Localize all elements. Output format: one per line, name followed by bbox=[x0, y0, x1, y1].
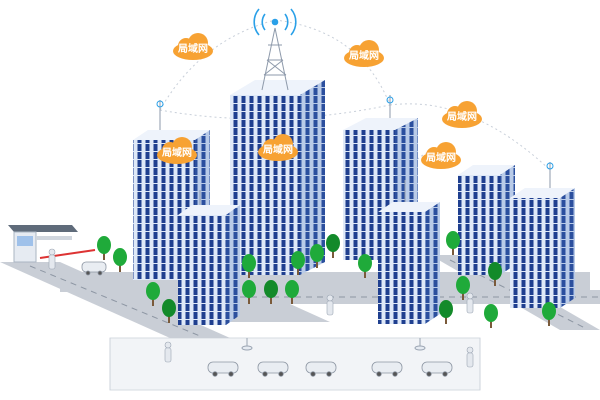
building-center-tower bbox=[230, 80, 325, 275]
trees bbox=[97, 231, 556, 328]
cloud-icon bbox=[421, 142, 461, 169]
lan-cloud-6: 局域网 bbox=[421, 142, 461, 169]
worker-icon bbox=[466, 346, 474, 368]
underground-lamps bbox=[241, 338, 426, 351]
workers bbox=[48, 248, 474, 368]
lan-cloud-5: 局域网 bbox=[258, 134, 298, 161]
tree-icon bbox=[264, 280, 278, 304]
tree-icon bbox=[146, 282, 160, 306]
car-icon bbox=[207, 361, 239, 377]
cloud-label: 局域网 bbox=[161, 146, 192, 159]
tree-icon bbox=[162, 299, 176, 323]
lan-cloud-3: 局域网 bbox=[442, 101, 482, 128]
tree-icon bbox=[439, 300, 453, 324]
cloud-icon bbox=[344, 40, 384, 67]
tree-icon bbox=[456, 276, 470, 300]
cloud-icon bbox=[442, 101, 482, 128]
cloud-label: 局域网 bbox=[348, 49, 379, 62]
tree-icon bbox=[97, 236, 111, 260]
car-icon bbox=[257, 361, 289, 377]
car-icon bbox=[421, 361, 453, 377]
worker-icon bbox=[164, 341, 172, 363]
tree-icon bbox=[285, 280, 299, 304]
cloud-icon bbox=[258, 134, 298, 161]
cloud-label: 局域网 bbox=[262, 143, 293, 156]
cars bbox=[81, 261, 453, 377]
tree-icon bbox=[242, 280, 256, 304]
tree-icon bbox=[488, 262, 502, 286]
building-front-left bbox=[178, 205, 240, 325]
worker-icon bbox=[466, 292, 474, 314]
car-icon bbox=[305, 361, 337, 377]
lan-cloud-1: 局域网 bbox=[173, 33, 213, 60]
tree-icon bbox=[484, 304, 498, 328]
rooftop-antenna-icons bbox=[156, 95, 554, 205]
tree-icon bbox=[242, 254, 256, 278]
lan-cloud-4: 局域网 bbox=[157, 137, 197, 164]
tree-icon bbox=[358, 254, 372, 278]
cloud-label: 局域网 bbox=[446, 110, 477, 123]
car-icon bbox=[371, 361, 403, 377]
wifi-signal-icon bbox=[253, 8, 297, 36]
cloud-label: 局域网 bbox=[177, 42, 208, 55]
tree-icon bbox=[291, 251, 305, 275]
cloud-icon bbox=[157, 137, 197, 164]
worker-icon bbox=[48, 248, 56, 270]
lan-cloud-2: 局域网 bbox=[344, 40, 384, 67]
car-icon bbox=[81, 261, 107, 276]
building-front-right bbox=[378, 202, 440, 324]
building-right-far bbox=[458, 165, 515, 275]
tree-icon bbox=[446, 231, 460, 255]
tree-icon bbox=[113, 248, 127, 272]
cloud-icon bbox=[173, 33, 213, 60]
building-right-edge bbox=[510, 188, 575, 308]
tree-icon bbox=[542, 302, 556, 326]
tree-icon bbox=[326, 234, 340, 258]
tree-icon bbox=[310, 244, 324, 268]
cloud-label: 局域网 bbox=[425, 151, 456, 164]
worker-icon bbox=[326, 294, 334, 316]
antenna-tower-icon bbox=[261, 27, 289, 91]
